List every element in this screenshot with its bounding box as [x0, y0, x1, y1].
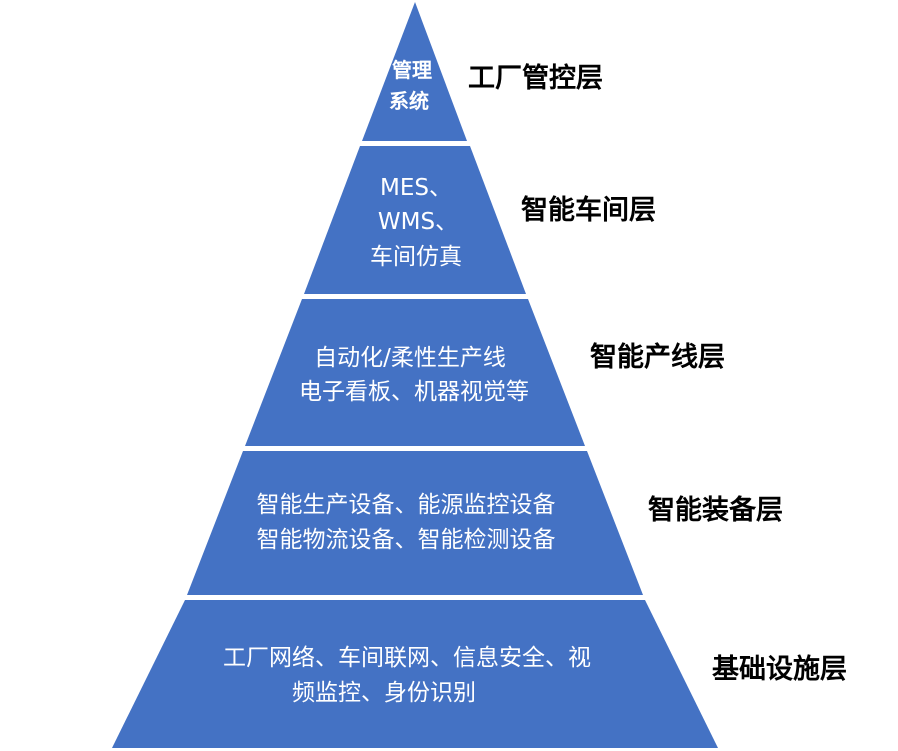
- layer-label-smart-equipment: 智能装备层: [648, 495, 783, 526]
- tier-equipment: [187, 451, 643, 595]
- layer-label-factory-control: 工厂管控层: [468, 63, 603, 94]
- layer-label-smart-workshop: 智能车间层: [521, 195, 656, 226]
- tier-workshop-line-1: MES、: [380, 175, 452, 201]
- tier-management-line-1: 管理: [392, 58, 432, 82]
- tier-production-line-line-1: 自动化/柔性生产线: [314, 345, 506, 371]
- tier-workshop-line-3: 车间仿真: [370, 244, 462, 270]
- tier-management-line-2: 系统: [389, 89, 429, 113]
- tier-infrastructure-line-2: 频监控、身份识别: [292, 680, 476, 706]
- layer-label-infrastructure: 基础设施层: [712, 654, 847, 685]
- tier-workshop: [304, 146, 526, 294]
- tier-equipment-line-1: 智能生产设备、能源监控设备: [257, 492, 556, 518]
- tier-workshop-line-2: WMS、: [378, 209, 458, 235]
- tier-infrastructure: [112, 600, 718, 748]
- layer-label-smart-production-line: 智能产线层: [590, 342, 725, 373]
- tier-management: [362, 2, 467, 141]
- tier-production-line-line-2: 电子看板、机器视觉等: [299, 379, 529, 405]
- tier-production-line: [245, 299, 585, 446]
- tier-equipment-line-2: 智能物流设备、智能检测设备: [257, 527, 556, 553]
- tier-infrastructure-line-1: 工厂网络、车间联网、信息安全、视: [223, 645, 591, 671]
